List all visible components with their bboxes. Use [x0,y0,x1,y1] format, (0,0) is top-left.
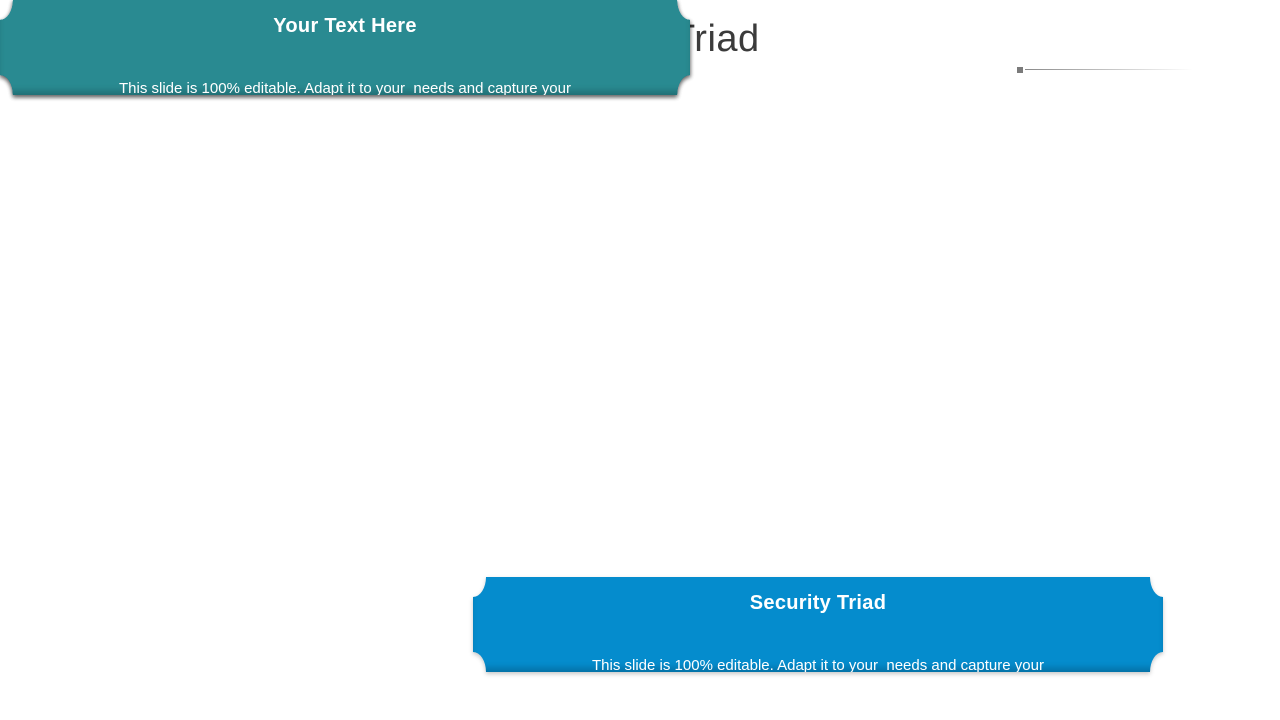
banner-description: This slide is 100% editable. Adapt it to… [473,618,1163,720]
banner-your-text-4[interactable]: Your Text Here This slide is 100% editab… [0,0,690,95]
banner-description-line2: audience's attention. [276,137,414,154]
banner-title: Security Triad [749,592,887,614]
plaque-shape[interactable]: Your Text Here This slide is 100% editab… [0,0,690,95]
banner-description: This slide is 100% editable. Adapt it to… [0,41,690,193]
plaque-shape[interactable]: Security Triad This slide is 100% editab… [473,577,1163,672]
banner-description-line2: audience's attention. [276,137,414,154]
banner-description-line1: This slide is 100% editable. Adapt it to… [119,80,571,97]
banner-description-line2: audience's attention. [276,137,414,154]
banner-description-line1: This slide is 100% editable. Adapt it to… [592,657,1044,674]
banner-description-line2: audience's attention. [276,137,414,154]
banner-description-line2: audience's attention. [473,713,1163,720]
title-divider-dot-right [1017,67,1023,73]
title-divider-line-right [1025,69,1193,70]
banner-title: Your Text Here [273,15,417,37]
banner-security-triad[interactable]: Security Triad This slide is 100% editab… [473,577,1163,672]
